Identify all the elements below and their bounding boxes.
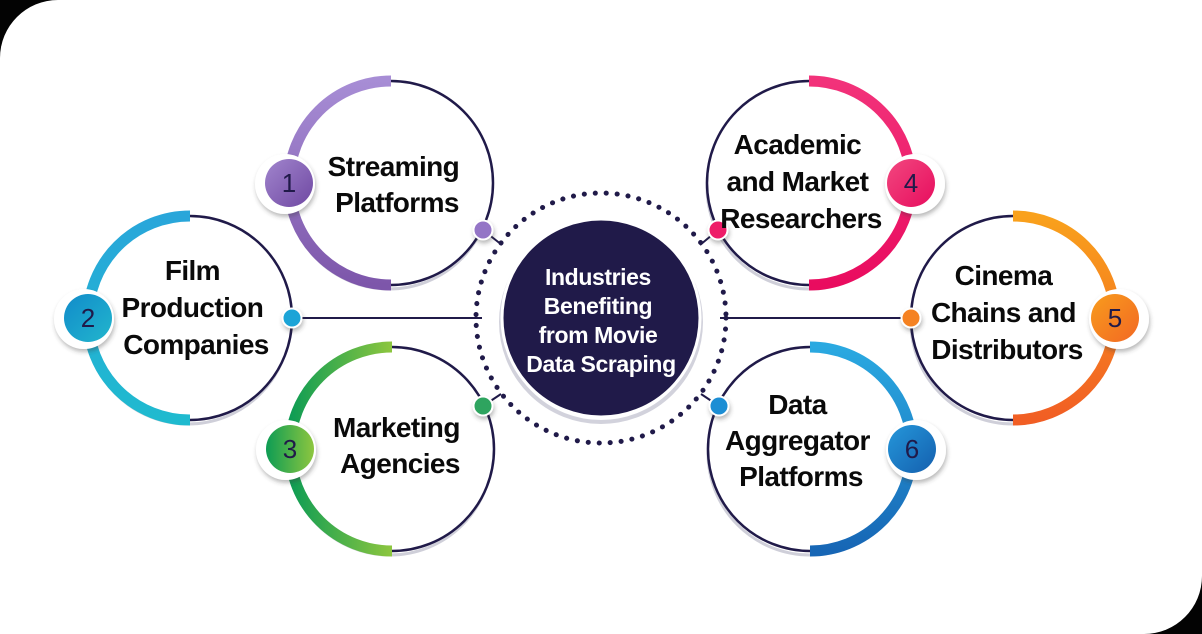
badge-number: 2 [81,303,95,333]
number-badge-2: 2 [54,289,114,349]
node-label: Streaming Platforms [328,151,467,218]
badge-circle [265,159,313,207]
badge-number: 6 [905,434,919,464]
node-label: Marketing Agencies [333,412,467,479]
node-academic-market-researchers: 4 Academic and Market Researchers [705,75,945,291]
badge-number: 1 [282,168,296,198]
node-streaming-platforms: 1 Streaming Platforms [255,75,495,291]
center-node: Industries Benefiting from Movie Data Sc… [473,190,729,446]
node-film-production-companies: 2 Film Production Companies [54,210,303,426]
badge-number: 4 [904,168,918,198]
node-label: Academic and Market Researchers [720,129,882,234]
badge-circle [1091,294,1139,342]
node-cinema-chains-distributors: 5 Cinema Chains and Distributors [900,210,1149,426]
badge-number: 5 [1108,303,1122,333]
badge-circle [64,294,112,342]
node-label: Cinema Chains and Distributors [931,260,1083,365]
node-label: Film Production Companies [122,255,271,360]
center-title: Industries Benefiting from Movie Data Sc… [526,264,675,377]
node-label: Data Aggregator Platforms [725,389,877,492]
number-badge-6: 6 [886,420,946,480]
badge-circle [888,425,936,473]
connector-dot [708,395,730,417]
badge-number: 3 [283,434,297,464]
number-badge-3: 3 [256,420,316,480]
connector-dot [707,219,729,241]
connector-dot [900,307,922,329]
connector-dot [472,395,494,417]
number-badge-1: 1 [255,154,315,214]
node-data-aggregator-platforms: 6 Data Aggregator Platforms [706,341,946,557]
node-marketing-agencies: 3 Marketing Agencies [256,341,496,557]
center-circle [500,217,702,419]
connector-dot [281,307,303,329]
connector-dot [472,219,494,241]
dotted-ring [473,190,729,446]
number-badge-5: 5 [1089,289,1149,349]
number-badge-4: 4 [885,154,945,214]
badge-circle [266,425,314,473]
badge-circle [887,159,935,207]
